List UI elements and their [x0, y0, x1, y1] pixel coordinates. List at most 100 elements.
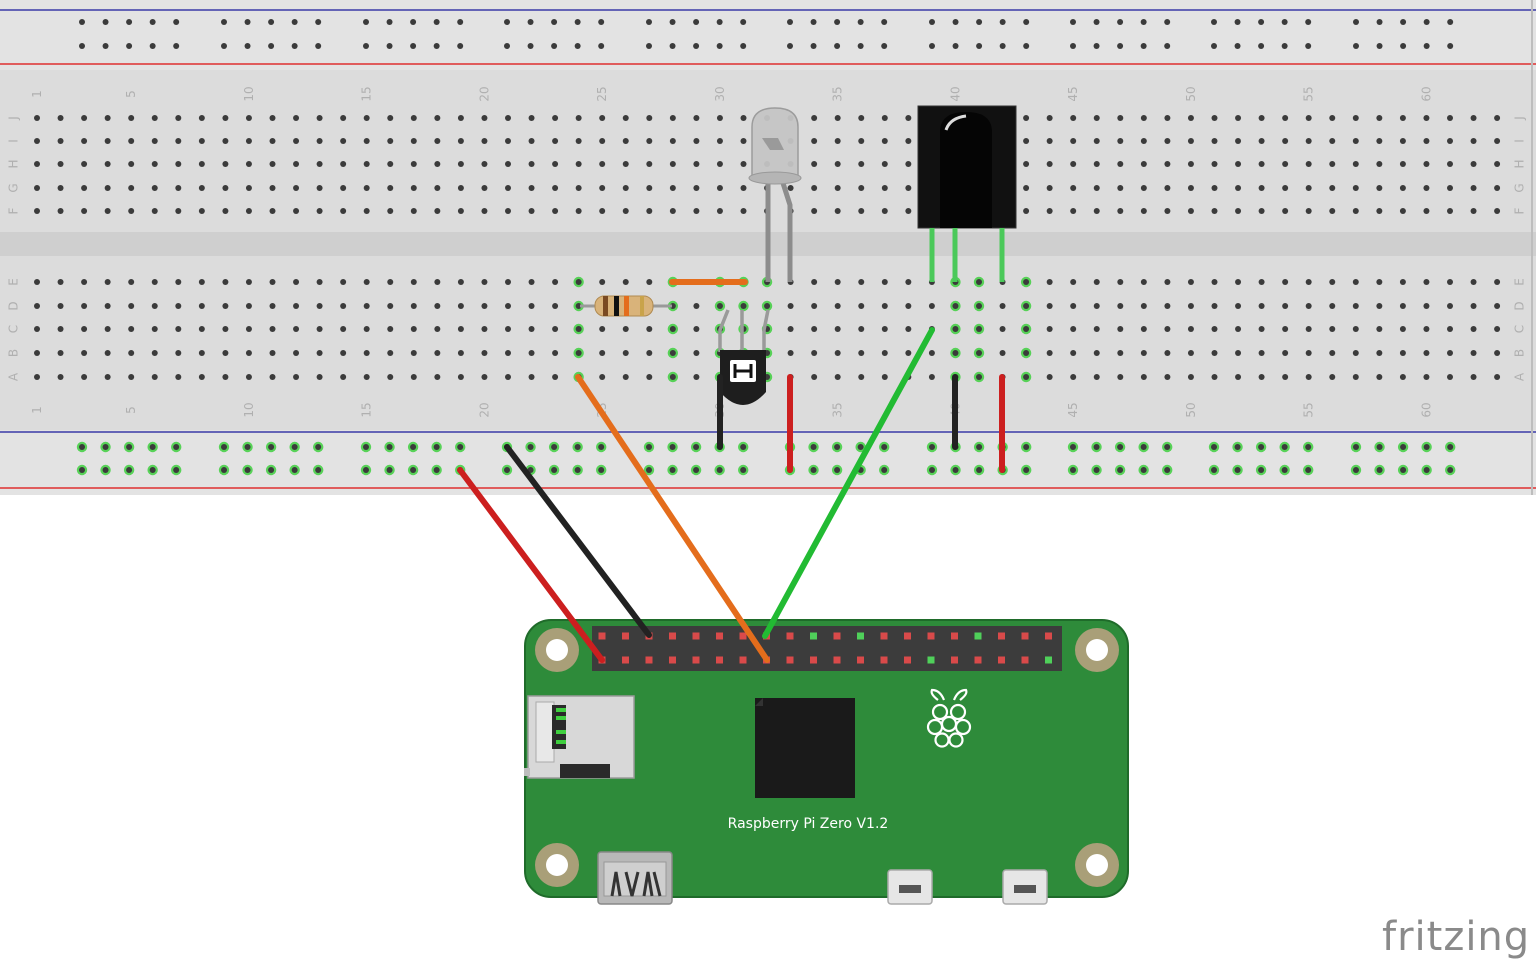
wire-green-signal[interactable]	[762, 327, 935, 639]
breadboard-hole	[858, 279, 865, 285]
rail-hole	[173, 43, 180, 49]
breadboard-hole	[1352, 326, 1359, 332]
breadboard-hole	[57, 350, 64, 356]
rail-hole	[1281, 444, 1288, 450]
wire-orange-signal[interactable]	[575, 374, 770, 663]
rail-hole	[693, 444, 700, 450]
rail-hole	[315, 19, 322, 25]
breadboard-hole	[457, 138, 464, 144]
breadboard-hole	[128, 115, 135, 121]
breadboard-hole	[669, 208, 676, 214]
breadboard-hole	[363, 208, 370, 214]
breadboard-hole	[387, 161, 394, 167]
breadboard-hole	[1140, 161, 1147, 167]
rail-hole	[244, 444, 251, 450]
rail-hole	[1164, 19, 1171, 25]
transistor[interactable]	[718, 309, 770, 405]
breadboard-hole	[1211, 374, 1218, 380]
mounting-holes	[535, 628, 1119, 887]
breadboard-hole	[293, 374, 300, 380]
breadboard: 1155101015152020252530303535404045455050…	[0, 0, 1536, 495]
breadboard-hole	[1399, 326, 1406, 332]
sd-card-slot	[524, 695, 635, 779]
breadboard-hole	[34, 374, 40, 380]
rail-hole	[881, 444, 888, 450]
breadboard-hole	[1376, 138, 1383, 144]
breadboard-hole	[1093, 303, 1100, 309]
breadboard-hole	[34, 326, 40, 332]
breadboard-hole	[175, 303, 182, 309]
rail-hole	[574, 43, 581, 49]
gpio-pin	[974, 656, 982, 664]
gpio-pin	[880, 656, 888, 664]
breadboard-hole	[1305, 161, 1312, 167]
breadboard-hole	[505, 208, 511, 214]
breadboard-hole	[1023, 326, 1030, 332]
breadboard-hole	[387, 350, 394, 356]
rail-hole	[1234, 467, 1241, 473]
rail-hole	[1117, 43, 1124, 49]
breadboard-hole	[363, 374, 370, 380]
row-letter: E	[7, 278, 21, 286]
breadboard-hole	[1470, 185, 1477, 191]
breadboard-hole	[81, 208, 88, 214]
wire-black-ground[interactable]	[504, 444, 652, 638]
breadboard-hole	[716, 185, 723, 191]
breadboard-hole	[1164, 279, 1171, 285]
breadboard-hole	[1235, 138, 1242, 144]
breadboard-hole	[552, 326, 559, 332]
breadboard-hole	[198, 279, 205, 285]
breadboard-hole	[999, 303, 1006, 309]
breadboard-hole	[198, 208, 205, 214]
rail-hole	[102, 43, 109, 49]
rail-hole	[149, 43, 156, 49]
rail-hole	[976, 19, 983, 25]
breadboard-hole	[1352, 303, 1359, 309]
breadboard-hole	[787, 350, 794, 356]
breadboard-hole	[363, 279, 370, 285]
breadboard-hole	[1164, 208, 1171, 214]
breadboard-hole	[198, 115, 205, 121]
breadboard-hole	[881, 138, 888, 144]
column-number: 45	[1066, 402, 1080, 417]
rail-hole	[598, 444, 605, 450]
breadboard-hole	[316, 279, 323, 285]
breadboard-hole	[151, 374, 158, 380]
breadboard-hole	[198, 303, 205, 309]
breadboard-hole	[1352, 350, 1359, 356]
gpio-pin	[857, 656, 864, 664]
wire-red-power[interactable]	[457, 467, 605, 663]
breadboard-hole	[57, 208, 64, 214]
breadboard-hole	[1494, 161, 1501, 167]
breadboard-hole	[1423, 185, 1430, 191]
breadboard-hole	[1494, 185, 1501, 191]
ir-led[interactable]	[748, 107, 802, 282]
breadboard-hole	[599, 326, 606, 332]
rail-hole	[527, 43, 534, 49]
breadboard-hole	[363, 161, 370, 167]
rail-hole	[315, 43, 322, 49]
breadboard-hole	[151, 185, 158, 191]
resistor[interactable]	[580, 295, 672, 317]
breadboard-hole	[245, 161, 252, 167]
column-number: 10	[242, 402, 256, 417]
breadboard-hole	[1376, 115, 1383, 121]
breadboard-hole	[245, 185, 252, 191]
breadboard-hole	[905, 350, 912, 356]
ir-receiver[interactable]	[917, 105, 1017, 282]
breadboard-hole	[834, 350, 841, 356]
fritzing-logo: fritzing	[1382, 914, 1531, 960]
breadboard-hole	[1211, 350, 1218, 356]
breadboard-hole	[552, 115, 559, 121]
row-letter: B	[7, 349, 21, 357]
breadboard-hole	[528, 374, 535, 380]
breadboard-hole	[1235, 208, 1242, 214]
column-number: 20	[477, 402, 491, 417]
breadboard-hole	[1070, 115, 1077, 121]
breadboard-hole	[269, 185, 276, 191]
breadboard-hole	[552, 303, 559, 309]
breadboard-hole	[858, 326, 865, 332]
rail-hole	[363, 467, 369, 473]
breadboard-hole	[976, 350, 982, 356]
